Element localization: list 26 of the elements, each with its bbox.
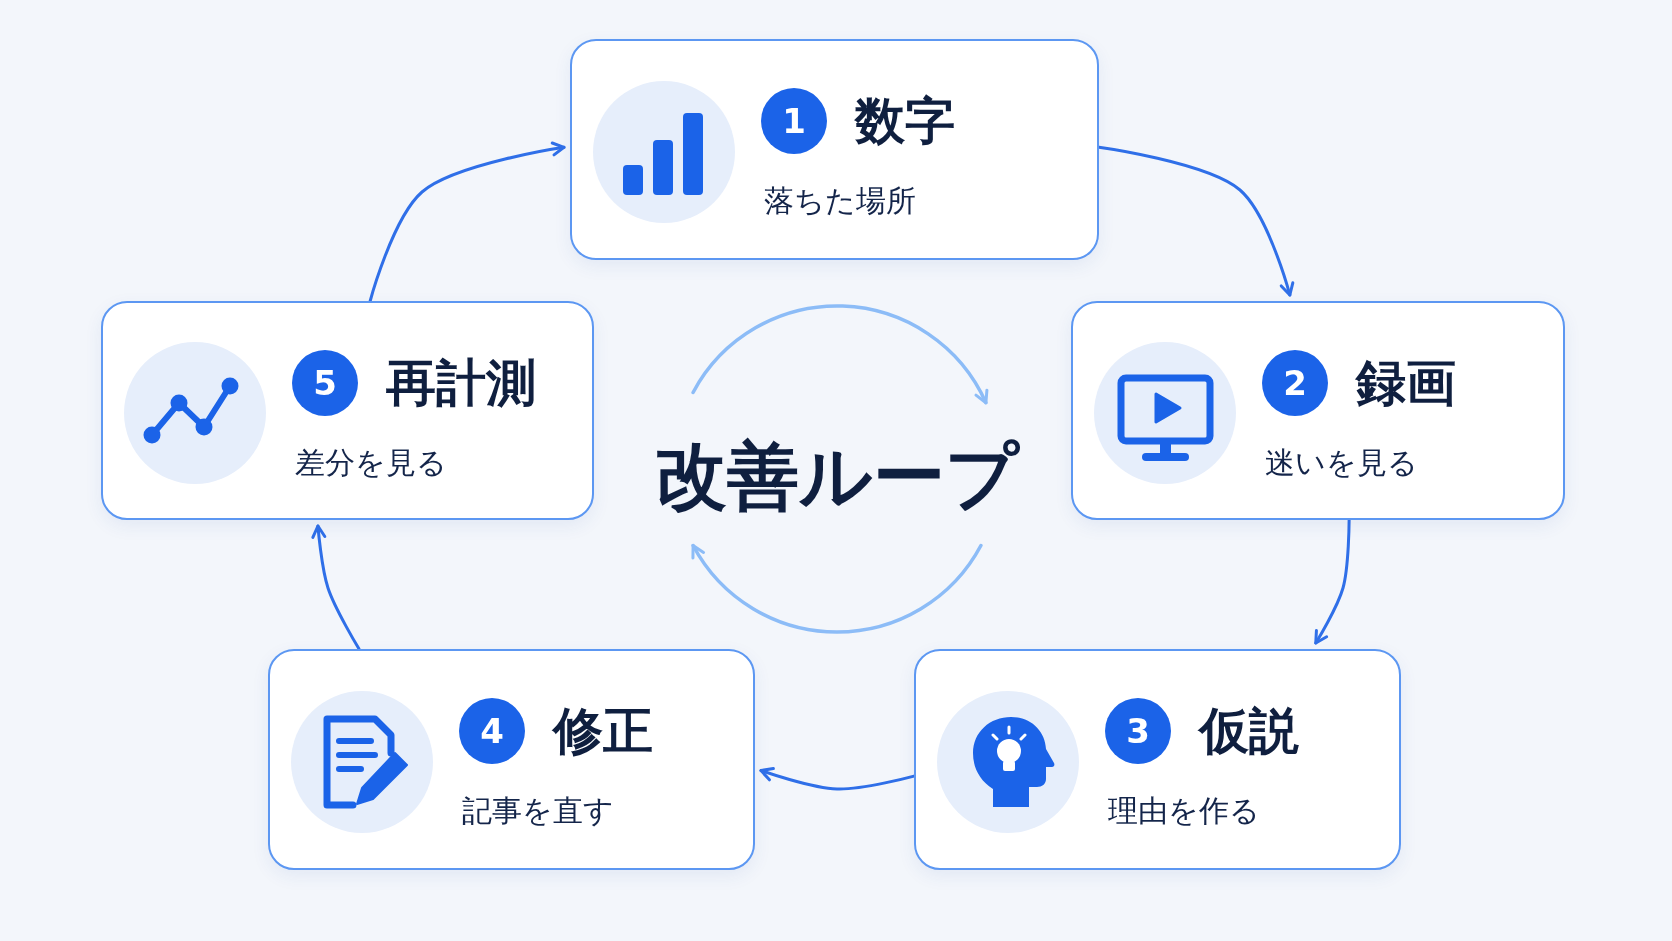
arrow: [1097, 145, 1295, 297]
arrow: [368, 141, 566, 303]
step-title: 仮説: [1199, 701, 1299, 761]
step-number-badge: 3: [1105, 698, 1171, 764]
step-description: 迷いを見る: [1265, 444, 1418, 482]
step-description: 差分を見る: [295, 444, 447, 482]
step-description: 落ちた場所: [764, 182, 916, 220]
step-title: 録画: [1356, 353, 1456, 413]
step-number-badge: 1: [761, 88, 827, 154]
step-number-badge: 4: [459, 698, 525, 764]
arrow: [1314, 518, 1351, 645]
step-number-badge: 2: [1262, 350, 1328, 416]
step-description: 記事を直す: [462, 792, 614, 830]
step-card: [101, 301, 594, 520]
step-title: 修正: [553, 701, 653, 761]
step-card: [570, 39, 1099, 260]
step-number-badge: 5: [292, 350, 358, 416]
step-card: [268, 649, 755, 870]
step-title: 再計測: [386, 353, 536, 413]
diagram-title: 改善ループ: [655, 434, 1019, 518]
step-title: 数字: [855, 91, 955, 151]
step-description: 理由を作る: [1108, 792, 1260, 830]
step-card: [1071, 301, 1565, 520]
step-card: [914, 649, 1401, 870]
arrow: [311, 524, 361, 651]
arrow: [759, 766, 916, 791]
